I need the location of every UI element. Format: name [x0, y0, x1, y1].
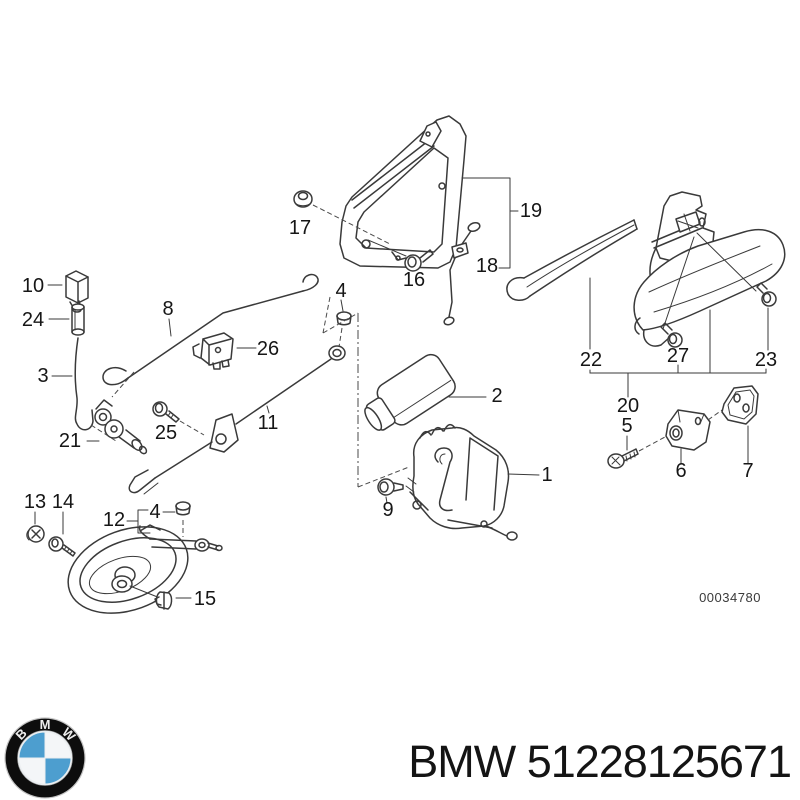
part-14-screw-drawing — [48, 536, 76, 557]
part-8-rod-drawing — [102, 273, 319, 386]
part-26-switch-drawing — [192, 332, 234, 370]
callout-part5: 5 — [621, 415, 632, 437]
bmw-quadrant-top-right — [44, 731, 72, 759]
callout-part25: 25 — [155, 422, 177, 444]
leader-17-dashed — [312, 204, 391, 245]
leader-4-upper — [340, 299, 344, 312]
bracket-19-lines — [461, 177, 519, 269]
callout-part14: 14 — [52, 491, 74, 513]
bracket-20-lines — [589, 277, 769, 398]
callout-part6: 6 — [675, 460, 686, 482]
callout-part4-upper: 4 — [335, 280, 346, 302]
bracket-12-lines — [126, 509, 176, 534]
leader-8 — [168, 318, 172, 337]
bmw-quadrant-bottom-left — [18, 757, 46, 785]
part-21-lever-drawing — [94, 399, 148, 455]
callout-part11: 11 — [258, 412, 279, 434]
callout-part26: 26 — [257, 338, 279, 360]
part-1-lock-drawing — [405, 423, 518, 541]
part-6-wedge-drawing — [665, 409, 711, 451]
part-5-screw-drawing — [607, 448, 639, 469]
part-25-screw-drawing — [152, 401, 180, 423]
part-11-rod-drawing — [128, 345, 346, 495]
part-22-strip-drawing — [506, 219, 638, 301]
callout-part7: 7 — [742, 460, 753, 482]
callout-part17: 17 — [289, 217, 311, 239]
leader-4-upper-dashed — [338, 327, 343, 348]
part-24-sleeve-drawing — [71, 303, 85, 336]
callout-part16: 16 — [403, 269, 425, 291]
callout-part23: 23 — [755, 349, 777, 371]
callout-part8: 8 — [162, 298, 173, 320]
callout-part22: 22 — [580, 349, 602, 371]
part-23-screw-drawing — [756, 282, 777, 307]
callout-part19: 19 — [520, 200, 542, 222]
callout-part21: 21 — [59, 430, 81, 452]
callout-part27: 27 — [667, 345, 689, 367]
bmw-quadrant-top-left — [18, 731, 46, 759]
bmw-quadrant-bottom-right — [44, 757, 72, 785]
callout-part13: 13 — [24, 491, 46, 513]
callout-part20: 20 — [617, 395, 639, 417]
part-4-lower-cap-drawing — [175, 501, 191, 516]
part-2-actuator-drawing — [364, 353, 456, 431]
bmw-logo-letter-m: M — [40, 717, 51, 732]
part-3-rod-drawing — [74, 337, 94, 431]
callout-part1: 1 — [541, 464, 552, 486]
callout-part12: 12 — [103, 509, 125, 531]
callout-part18: 18 — [476, 255, 498, 277]
callout-part3: 3 — [37, 365, 48, 387]
part-19-frame-drawing — [339, 115, 467, 269]
part-9-screw-drawing — [377, 478, 404, 496]
leader-11 — [266, 405, 270, 414]
callout-labels: 17 10 24 8 3 26 4 16 19 18 22 27 23 20 5… — [22, 200, 777, 610]
part-7-striker-drawing — [721, 385, 759, 425]
drawing-number: 00034780 — [699, 590, 761, 605]
callout-part9: 9 — [382, 499, 393, 521]
part-27-screw-drawing — [660, 322, 683, 348]
leader-21-dashed — [90, 371, 135, 442]
leader-1 — [507, 473, 540, 476]
callout-part24: 24 — [22, 309, 44, 331]
part-20-handle-drawing — [633, 191, 786, 347]
part-16-screw-drawing — [367, 239, 434, 272]
part-18-rod-drawing — [443, 221, 481, 326]
construction-dashed-lines — [322, 296, 410, 488]
part-15-clip-drawing — [154, 591, 173, 610]
callout-part10: 10 — [22, 275, 44, 297]
part-13-nut-drawing — [26, 525, 45, 543]
footer-part-number-title: BMW 51228125671 — [408, 736, 791, 787]
callout-part4-lower: 4 — [149, 501, 160, 523]
callout-part2: 2 — [491, 385, 502, 407]
part-12-bowl-drawing — [67, 524, 223, 614]
leader-5-6-7-axis — [638, 409, 723, 452]
bmw-logo: B M W — [4, 717, 86, 799]
callout-part15: 15 — [194, 588, 216, 610]
part-17-grommet-drawing — [293, 190, 313, 208]
part-4-upper-cap-drawing — [336, 311, 352, 326]
leader-9 — [385, 496, 388, 504]
leader-25-dashed — [179, 420, 205, 436]
